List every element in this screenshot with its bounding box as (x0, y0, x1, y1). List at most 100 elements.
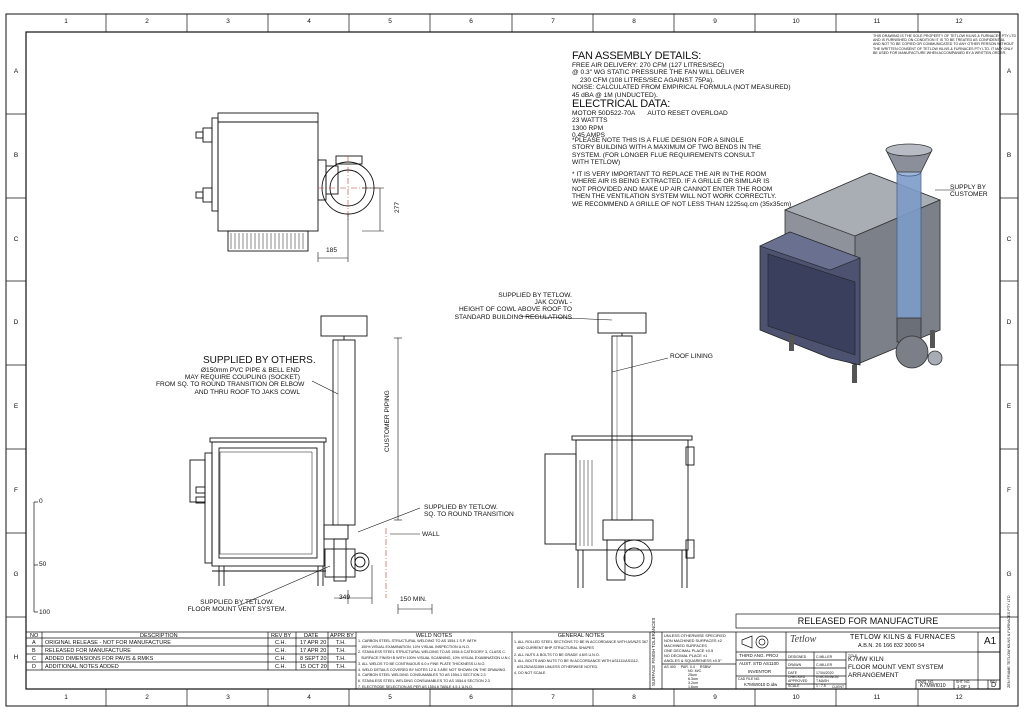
zone-row-e-right: E (1006, 403, 1012, 410)
zone-row-f: F (14, 487, 18, 494)
approved-value: T.MASH (816, 679, 829, 683)
weld-notes: WELD NOTES 1. CARBON STEEL STRUCTURAL WE… (358, 633, 510, 690)
roof-lining-label: ROOF LINING (670, 353, 713, 360)
top-view-centerlines (318, 156, 380, 220)
surf-line-3: 25um (688, 673, 697, 677)
weld-line-6: 4. WELD DETAILS COVERED BY NOTES 12 & 3 … (358, 667, 506, 672)
zone-col-6: 6 (469, 18, 473, 25)
date-value: 17/04/2020 (816, 671, 834, 675)
side-view-drawing (544, 312, 695, 588)
rev-c-appr: T.H. (336, 656, 346, 662)
weld-line-7: 5. CARBON STEEL WELDING CONSUMABLES TO A… (358, 673, 486, 678)
cad-file-label: CAD FILE NO. (738, 677, 761, 681)
rev-header-appr-by: APPR BY (330, 633, 354, 639)
transition-supplied-label: SUPPLIED BY TETLOW. SQ. TO ROUND TRANSIT… (424, 504, 514, 519)
scale-label-100: 100 (39, 609, 51, 616)
fan-line-5: 45 dBA @ 1M (UNDUCTED). (572, 91, 658, 99)
side-frame-text: ZEN FRAME TETLOW KILNS & FURNACES PTY LT… (1007, 595, 1011, 688)
fan-line-2: @ 0.3" WG STATIC PRESSURE THE FAN WILL D… (572, 69, 745, 77)
weld-notes-title: WELD NOTES (415, 633, 453, 639)
fan-line-3: 230 CFM (108 LITRES/SEC AGAINST 75Pa). (580, 76, 715, 84)
zone-col-1-bottom: 1 (64, 694, 68, 701)
rev-b-description: RELEASED FOR MANUFACTURE (45, 648, 131, 654)
rev-c-by: C.H. (275, 656, 286, 662)
rev-a-appr: T.H. (336, 640, 346, 646)
scale-value: 1 : 7.5 (816, 684, 826, 688)
surface-finish-label: SURFACE FINISH (651, 648, 656, 686)
rev-b-appr: T.H. (336, 648, 346, 654)
rev-d-description: ADDITIONAL NOTES ADDED (45, 664, 119, 670)
dim-150-min: 150 MIN. (400, 596, 427, 603)
company-abn: A.B.N. 26 166 832 3000 54 (858, 643, 925, 649)
zone-row-h: H (13, 654, 19, 661)
weld-line-2: 100% VISUAL EXAMINATION, 10% VISUAL INSP… (358, 644, 470, 649)
zone-row-g: G (13, 571, 19, 578)
scale-bar (33, 501, 38, 613)
isometric-view-drawing (759, 143, 955, 383)
surf-line-6: 1.6um (688, 685, 698, 689)
zone-col-1: 1 (64, 18, 68, 25)
supply-by-customer-label: SUPPLY BY CUSTOMER (950, 184, 988, 199)
zone-col-2: 2 (145, 18, 149, 25)
zone-row-b-right: B (1006, 152, 1012, 159)
general-line-6: 4. DO NOT SCALE (514, 671, 546, 676)
zone-col-4-bottom: 4 (307, 694, 311, 701)
zone-row-a-right: A (1006, 68, 1012, 75)
rev-d-no: D (32, 664, 36, 670)
title-line-1: K7MW KILN (848, 656, 884, 663)
zone-row-a: A (13, 68, 19, 75)
zone-row-d-right: D (1006, 319, 1012, 326)
inventor-label: INVENTOR (748, 669, 772, 674)
title-block-grid (26, 613, 1001, 689)
tol-line-4: ONE DECIMAL PLACE ±0.5 (664, 648, 714, 653)
copyright-note: THIS DRAWING IS THE SOLE PROPERTY OF TET… (873, 34, 1017, 55)
wall-label: WALL (422, 531, 440, 538)
elec-line-4: 0.45 AMPS (572, 132, 605, 140)
zone-col-8-bottom: 8 (632, 694, 636, 701)
floor-mount-supplied-label: SUPPLIED BY TETLOW. FLOOR MOUNT VENT SYS… (187, 599, 287, 614)
rev-b-by: C.H. (275, 648, 286, 654)
projection-line-2: AUST. STD AS1100 (739, 661, 779, 666)
date-label: DATE (788, 671, 798, 675)
checked-value: D.MCKINNON (816, 675, 839, 679)
general-line-3: 2. ALL NUTS & BOLTS TO BE GRADE 4.6/S U.… (514, 652, 600, 657)
weld-line-3: 2. STAINLESS STEEL STRUCTURAL WELDING TO… (358, 650, 506, 655)
top-view-drawing (195, 112, 375, 252)
scale-label-0: 0 (39, 498, 43, 505)
rev-d-appr: T.H. (336, 664, 346, 670)
rev-header-rev-by: REV BY (271, 633, 292, 639)
tol-line-5: NO DECIMAL PLACE ±1 (664, 653, 708, 658)
title-line-2: FLOOR MOUNT VENT SYSTEM (848, 664, 944, 671)
rev-a-no: A (32, 640, 36, 646)
dwg-no: K7MWI010 (920, 683, 946, 689)
weld-line-9: 7. ELECTRODE SELECTION AS PER AS 1554.6 … (358, 684, 473, 689)
designed-label: DESIGNED (788, 655, 807, 659)
title-block: K7MW KILN FLOOR MOUNT VENT SYSTEM ARRANG… (848, 656, 943, 680)
rev-label: REV (990, 680, 997, 684)
sheet-no-label: SHT. NO. (956, 680, 971, 684)
zone-row-f-right: F (1007, 487, 1011, 494)
zone-col-2-bottom: 2 (145, 694, 149, 701)
dim-185: 185 (326, 247, 338, 254)
rev-header-no: NO (30, 633, 39, 639)
released-banner: RELEASED FOR MANUFACTURE (797, 616, 939, 626)
zone-col-11: 11 (873, 18, 881, 25)
jak-cowl-label: SUPPLIED BY TETLOW. JAK COWL - HEIGHT OF… (454, 292, 572, 321)
drawn-value: C.MILLER (816, 663, 833, 667)
rev-d-date: 15 OCT 20 (300, 664, 327, 670)
sheet-size: A1 (984, 636, 997, 647)
tol-line-2: NON MACHINED SURFACES ±2 (664, 638, 722, 643)
surf-line-1: AS 400 PAR. 0.4 RSBW (664, 665, 711, 669)
general-notes-title: GENERAL NOTES (557, 633, 605, 639)
rev-value: D (991, 682, 997, 689)
fan-line-4: NOISE: CALCULATED FROM EMPIRICAL FORMULA… (572, 84, 791, 92)
general-line-5: AS1252/AS1559 UNLESS OTHERWISE NOTED. (514, 665, 599, 670)
general-notes: GENERAL NOTES 1. ALL ROLLED STEEL SECTIO… (514, 633, 648, 677)
zone-col-9: 9 (713, 18, 717, 25)
dim-277: 277 (394, 201, 401, 213)
pvc-pipe-note: Ø150mm PVC PIPE & BELL END MAY REQUIRE C… (156, 367, 305, 396)
rev-d-by: C.H. (275, 664, 286, 670)
zone-row-g-right: G (1006, 571, 1012, 578)
zone-col-6-bottom: 6 (469, 694, 473, 701)
supplied-by-others-label: SUPPLIED BY OTHERS. (203, 355, 316, 366)
